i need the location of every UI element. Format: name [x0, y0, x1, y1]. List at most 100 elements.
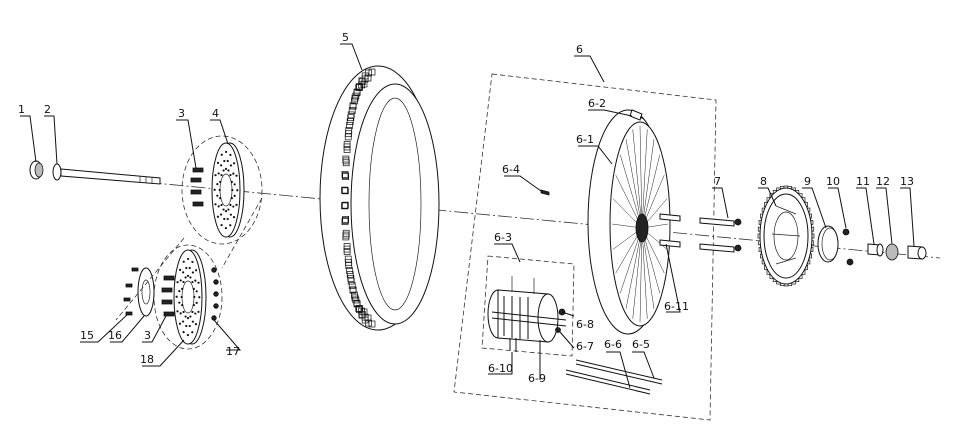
spoke-line	[625, 139, 643, 229]
leader-lines	[20, 43, 915, 389]
disc-hole	[229, 224, 232, 227]
part-4-brake-disc-upper	[211, 142, 245, 238]
disc-hole	[218, 188, 221, 192]
tread-block	[353, 300, 361, 308]
disc-hole	[220, 153, 223, 156]
tread-block	[341, 202, 348, 210]
part-6-11-rim-bolts	[659, 213, 681, 248]
tread-block	[352, 92, 360, 100]
disc-hole	[227, 208, 230, 211]
disc-hole	[182, 310, 185, 314]
disc-hole	[178, 301, 181, 304]
part-6-2-valve	[629, 109, 645, 121]
disc-hole	[223, 217, 226, 221]
disc-hole	[233, 183, 236, 186]
disc-hole	[229, 203, 232, 207]
disc-hole	[186, 317, 190, 320]
disc-hole	[178, 322, 182, 325]
tread-block	[368, 68, 376, 76]
callout-17: 17	[226, 345, 240, 358]
disc-hole	[189, 315, 192, 318]
callout-9: 9	[804, 175, 811, 188]
disc-hole	[191, 271, 195, 274]
disc-hole	[235, 174, 238, 177]
tread-block	[346, 118, 354, 125]
part-6-1-rim	[587, 109, 671, 335]
part-2-axle	[52, 163, 161, 185]
disc-hole	[222, 208, 225, 211]
tread-block	[342, 159, 350, 167]
disc-hole	[191, 260, 194, 264]
disc-hole	[181, 303, 184, 307]
disc-hole	[232, 216, 236, 219]
callout-11: 11	[856, 175, 870, 188]
tread-block	[341, 186, 348, 194]
callout-labels: 1 2 3 4 5 6 6-2 6-1 6-4 6-3 6-8 6-7 6-9 …	[18, 31, 914, 385]
disc-hole	[197, 281, 200, 284]
disc-hole	[232, 162, 236, 165]
tread-block	[346, 267, 353, 275]
callout-13: 13	[900, 175, 914, 188]
callout-6-7: 6-7	[576, 340, 594, 353]
callout-5: 5	[342, 31, 349, 44]
tread-block	[346, 271, 354, 278]
disc-hole	[213, 188, 216, 191]
disc-hole	[229, 173, 232, 177]
tread-block	[342, 216, 349, 223]
disc-hole	[194, 279, 197, 282]
disc-hole	[235, 203, 238, 206]
callout-15: 15	[80, 329, 94, 342]
part-1-axle-nut	[29, 160, 44, 180]
tread-block	[365, 319, 372, 327]
callout-7: 7	[714, 175, 721, 188]
disc-hole	[191, 331, 194, 334]
disc-hole	[216, 161, 220, 164]
disc-hole	[232, 172, 235, 175]
callout-6-6: 6-6	[604, 338, 622, 351]
part-12-axle-nut	[885, 243, 899, 261]
callout-6-8: 6-8	[576, 318, 594, 331]
disc-hole	[216, 194, 219, 197]
disc-hole	[220, 203, 223, 207]
part-5-tire	[319, 65, 440, 331]
part-6-4-screw	[540, 189, 550, 196]
tread-block	[341, 202, 349, 209]
callout-6-2: 6-2	[588, 97, 606, 110]
disc-hole	[232, 205, 235, 208]
disc-hole	[220, 164, 223, 167]
tread-block	[348, 282, 356, 289]
part-6-3-hub-motor	[487, 276, 567, 343]
disc-hole	[191, 310, 194, 314]
part-6-group-outline	[453, 73, 717, 421]
disc-hole	[229, 153, 232, 157]
disc-hole	[229, 164, 233, 167]
callout-12: 12	[876, 175, 890, 188]
disc-hole	[191, 280, 194, 284]
part-15-adapter-bolts	[123, 267, 139, 316]
disc-hole	[184, 276, 187, 279]
disc-hole	[226, 217, 229, 221]
tread-block	[356, 83, 363, 90]
tread-block	[342, 229, 350, 237]
disc-hole	[184, 315, 187, 318]
disc-hole	[216, 183, 219, 186]
disc-hole	[195, 301, 198, 304]
disc-hole	[233, 194, 236, 197]
tread-block	[349, 102, 357, 110]
callout-6-3: 6-3	[494, 231, 512, 244]
disc-hole	[194, 269, 198, 272]
disc-hole	[217, 205, 220, 208]
disc-hole	[181, 320, 185, 323]
part-3-disc-bolts-lower	[161, 275, 175, 317]
disc-hole	[214, 174, 217, 177]
callout-16: 16	[108, 329, 122, 342]
part-18-brake-disc-lower	[173, 249, 207, 345]
tread-block	[347, 277, 355, 285]
disc-hole	[231, 188, 234, 192]
disc-hole	[222, 169, 225, 172]
callout-6-11: 6-11	[664, 300, 689, 313]
upper-disc-group-outline	[181, 135, 263, 245]
tread-block	[360, 308, 368, 316]
